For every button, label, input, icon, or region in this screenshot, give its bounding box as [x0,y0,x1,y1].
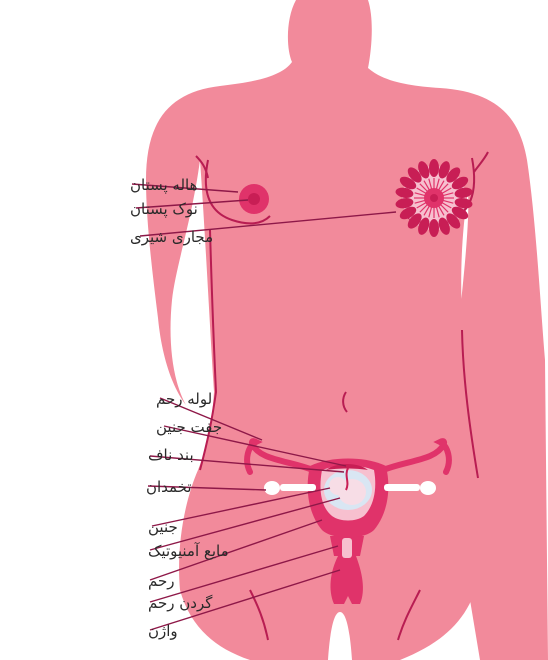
ovary-right [420,481,436,495]
label-umbilical-cord: بند ناف [148,446,194,464]
label-fallopian-tube: لوله رحم [156,390,212,408]
umbilical-cord-shape [346,468,348,490]
label-placenta: جفت جنین [156,418,222,436]
fetus-head [329,477,347,495]
label-amniotic-fluid: مایع آمنیوتیک [148,542,229,560]
nipple [248,193,260,205]
milk-duct-nipple [430,194,438,202]
ovary-ligament-left [280,484,316,491]
label-nipple: نوک پستان [130,200,198,219]
ovary-left [264,481,280,495]
milk-duct-lobe [429,159,439,177]
label-uterus: رحم [148,572,175,590]
label-cervix: گردن رحم [148,594,213,612]
milk-duct-lobe [429,219,439,237]
label-fetus: جنین [148,518,178,536]
vagina-shape [331,556,363,604]
label-milk-ducts: مجاری شیری [130,228,213,246]
left-breast [239,184,269,214]
label-ovary: تخمدان [146,478,192,496]
label-areola: هاله پستان [130,176,198,195]
ovary-ligament-right [384,484,420,491]
cervix-canal [342,538,352,558]
label-vagina: واژن [148,622,178,640]
